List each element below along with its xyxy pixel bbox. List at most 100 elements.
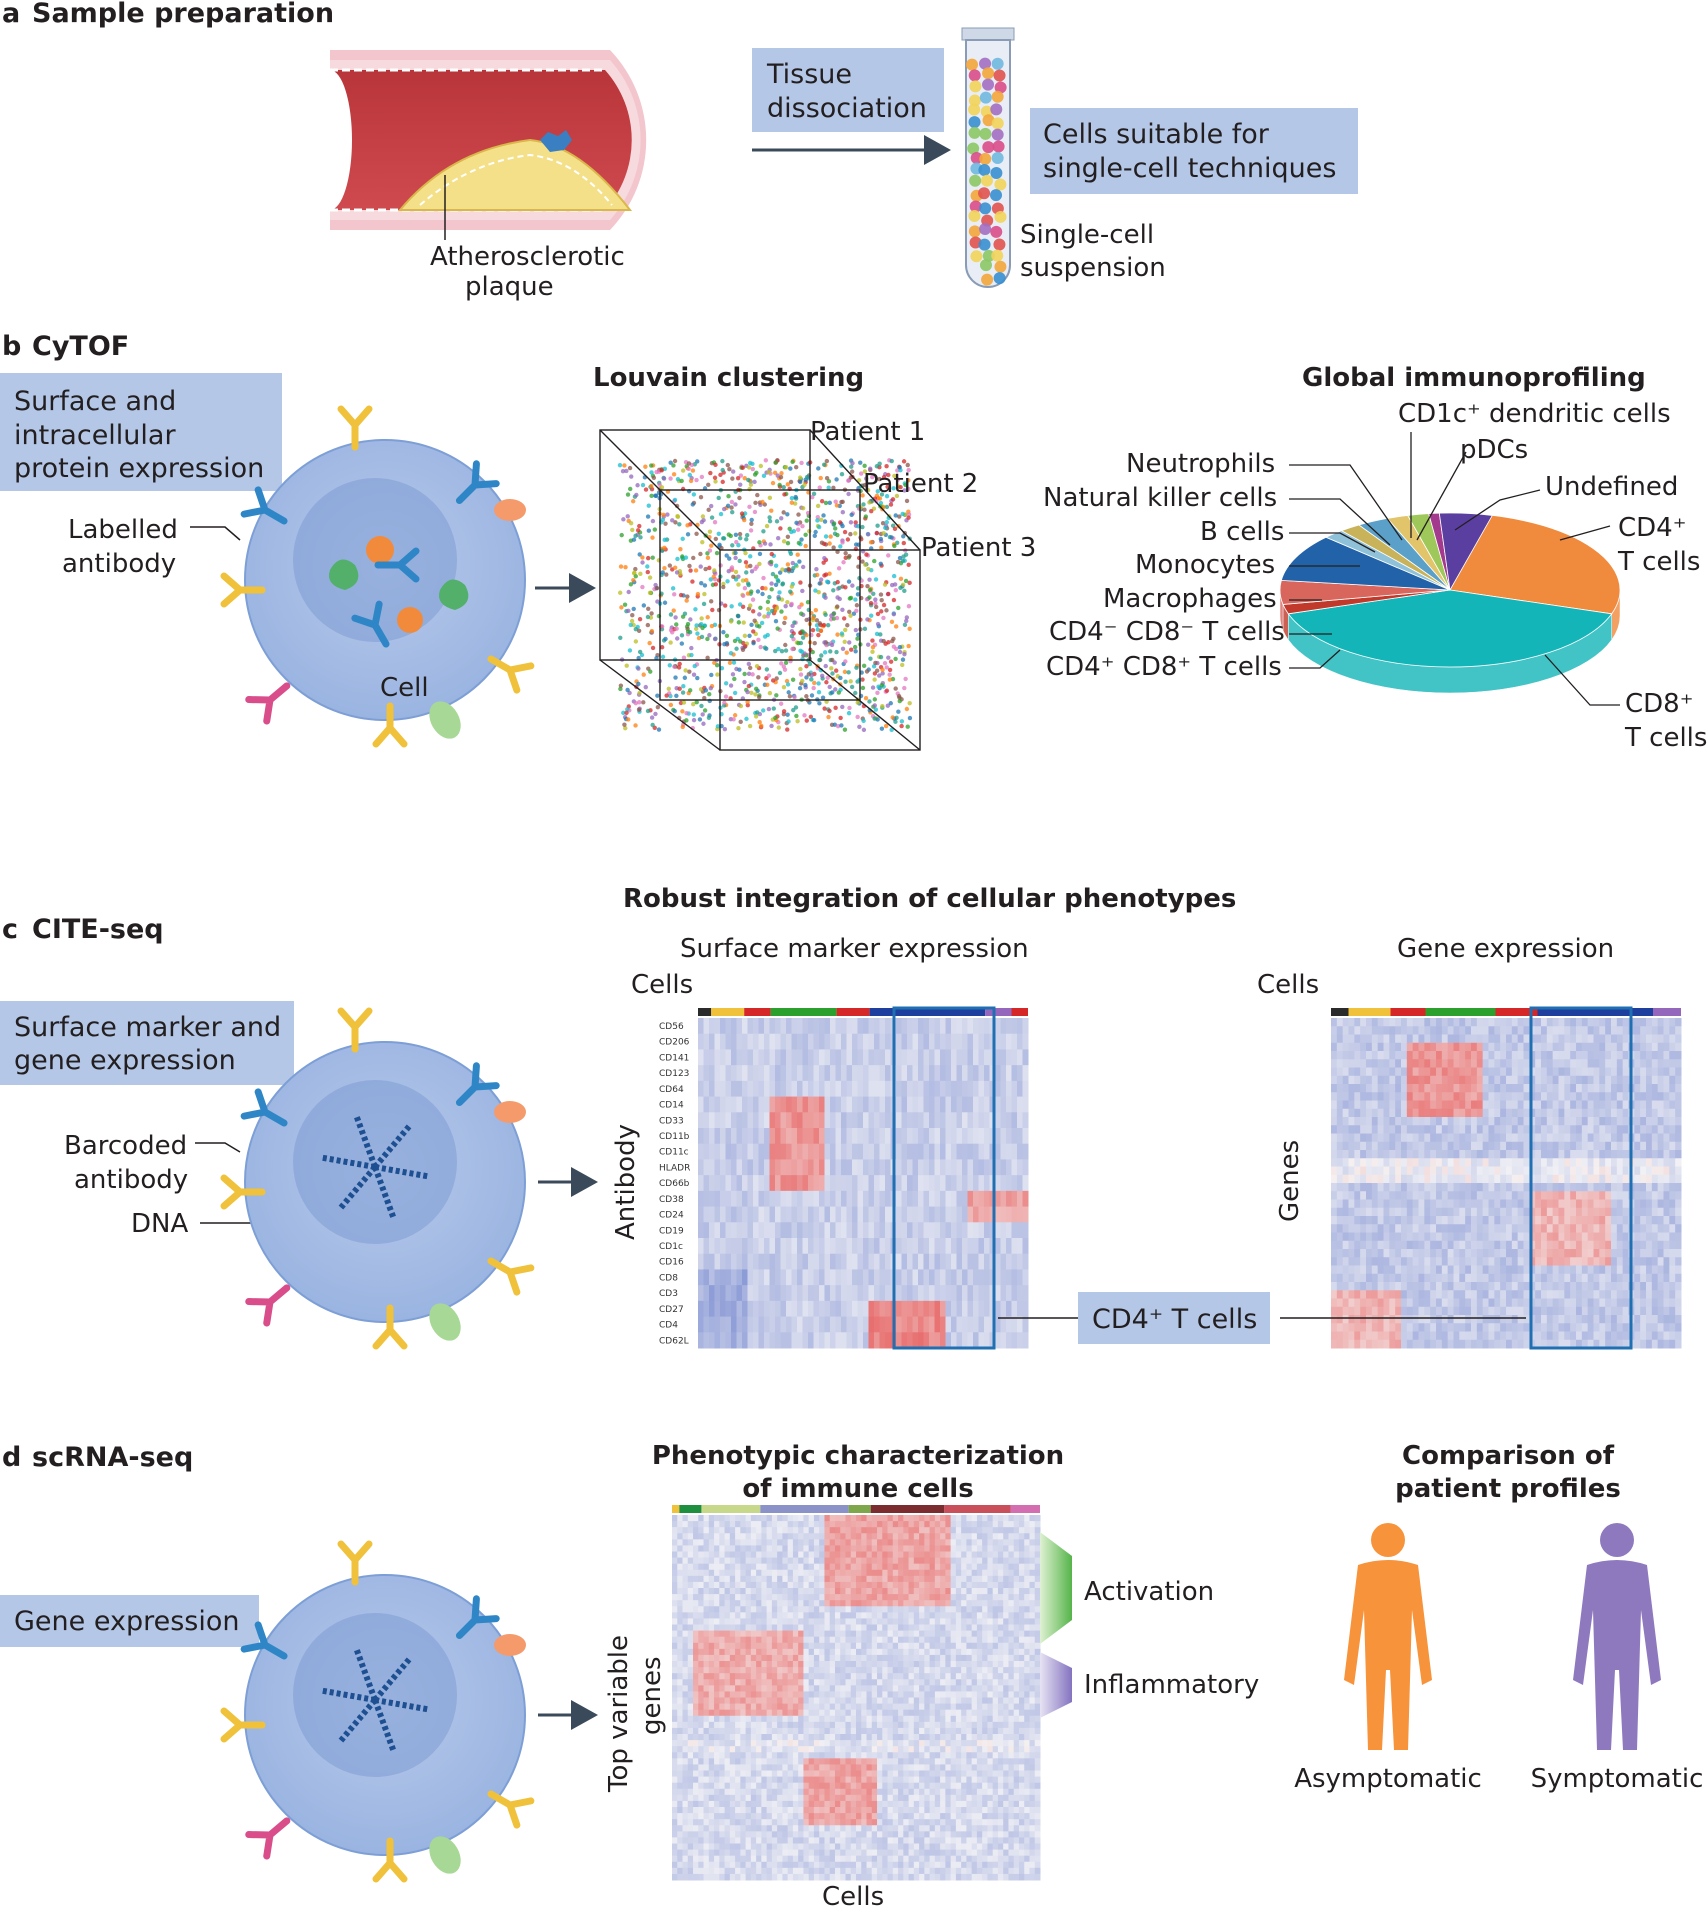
cytof-cell-illustration — [220, 405, 535, 748]
protein-box-text-3: protein expression — [14, 453, 264, 484]
marker-label: HLADR — [659, 1163, 690, 1173]
cd4-t-cells-text: CD4⁺ T cells — [1092, 1304, 1257, 1335]
plaque-label-1: Atherosclerotic — [430, 242, 625, 272]
panel-d-letter: d — [2, 1442, 21, 1473]
marker-label: CD27 — [659, 1305, 684, 1315]
panel-c-letter: c — [2, 914, 18, 945]
barcoded-antibody-text-2: antibody — [74, 1165, 188, 1195]
marker-label: CD4 — [659, 1321, 678, 1331]
surface-gene-text-1: Surface marker and — [14, 1012, 281, 1043]
cite-seq-cell-illustration — [220, 1007, 535, 1350]
cells-suitable-text-2: single-cell techniques — [1043, 153, 1336, 184]
suspension-label-2: suspension — [1020, 253, 1166, 283]
integration-title: Robust integration of cellular phenotype… — [623, 884, 1236, 914]
marker-label: CD1c — [659, 1242, 683, 1252]
marker-label: CD141 — [659, 1053, 689, 1063]
panel-a: a Sample preparation Atherosclerotic pla… — [2, 0, 1358, 302]
pie-label-undefined: Undefined — [1545, 472, 1678, 502]
pie-label-nk: Natural killer cells — [1043, 483, 1277, 513]
pie-label-dn: CD4⁻ CD8⁻ T cells — [1049, 617, 1285, 647]
surface-gene-box — [0, 1001, 294, 1085]
cell-label: Cell — [380, 673, 429, 703]
activation-label: Activation — [1084, 1577, 1214, 1607]
phenotypic-title-1: Phenotypic characterization — [652, 1441, 1064, 1471]
marker-labels: CD56CD206CD141CD123CD64CD14CD33CD11bCD11… — [659, 1022, 690, 1346]
marker-label: CD8 — [659, 1273, 678, 1283]
panel-d-title: scRNA-seq — [32, 1442, 193, 1473]
louvain-title: Louvain clustering — [593, 363, 864, 393]
plaque-shape — [397, 138, 633, 211]
gene-expression-heatmap — [1331, 1008, 1682, 1349]
pie-label-cd4-1: CD4⁺ — [1618, 513, 1686, 543]
comparison-title-1: Comparison of — [1402, 1441, 1615, 1471]
cells-axis-label: Cells — [822, 1882, 884, 1909]
protein-expression-box — [0, 373, 282, 491]
plaque-label-2: plaque — [465, 272, 554, 302]
panel-a-letter: a — [2, 0, 20, 29]
asymptomatic-label: Asymptomatic — [1294, 1764, 1482, 1794]
marker-label: CD3 — [659, 1289, 678, 1299]
cd4-t-cells-box — [1078, 1292, 1270, 1344]
barcoded-antibody-text-1: Barcoded — [64, 1131, 187, 1161]
cells-suitable-text-1: Cells suitable for — [1043, 119, 1270, 150]
marker-label: CD206 — [659, 1038, 690, 1048]
cells-suitable-box — [1030, 108, 1358, 194]
gene-expression-title: Gene expression — [1397, 934, 1614, 964]
comparison-title-2: patient profiles — [1395, 1474, 1621, 1504]
panel-c-title: CITE-seq — [32, 914, 164, 945]
pie-label-cd8-1: CD8⁺ — [1625, 689, 1693, 719]
surface-marker-title: Surface marker expression — [680, 934, 1029, 964]
blood-vessel-illustration — [308, 50, 647, 240]
activation-bracket — [1040, 1532, 1072, 1644]
protein-box-text-2: intracellular — [14, 420, 176, 451]
marker-label: CD123 — [659, 1069, 689, 1079]
test-tube-icon — [961, 27, 1015, 288]
scrna-cell-illustration — [220, 1540, 535, 1883]
gene-expression-box — [0, 1595, 259, 1647]
marker-label: CD33 — [659, 1116, 684, 1126]
patient-2-label: Patient 2 — [863, 469, 978, 499]
genes-axis-label: Genes — [1275, 1140, 1305, 1222]
genes-axis-label-2: genes — [637, 1656, 667, 1735]
dissociation-text-1: Tissue — [766, 59, 852, 90]
patient-figures — [1344, 1523, 1661, 1750]
louvain-cube-plot — [599, 429, 921, 751]
patient-3-label: Patient 3 — [921, 533, 1036, 563]
pie-label-cd8-2: T cells — [1624, 723, 1707, 753]
cells-label-surface: Cells — [631, 970, 693, 1000]
marker-label: CD38 — [659, 1195, 684, 1205]
surface-marker-heatmap — [698, 1008, 1029, 1349]
panel-d: d scRNA-seq Gene expression Phenotypic c… — [0, 1441, 1703, 1909]
panel-c: c CITE-seq Surface marker and gene expre… — [0, 884, 1682, 1350]
marker-label: CD24 — [659, 1211, 684, 1221]
immunoprofiling-title: Global immunoprofiling — [1302, 363, 1646, 393]
pie-label-cd1c: CD1c⁺ dendritic cells — [1398, 399, 1671, 429]
pie-label-mono: Monocytes — [1135, 550, 1275, 580]
panel-b-title: CyTOF — [32, 331, 129, 362]
dna-label: DNA — [131, 1209, 188, 1239]
inflammatory-label: Inflammatory — [1084, 1670, 1259, 1700]
pie-label-pdcs: pDCs — [1460, 435, 1528, 465]
cd4-highlight-gene — [1529, 1006, 1633, 1350]
marker-label: CD64 — [659, 1085, 684, 1095]
marker-label: CD56 — [659, 1022, 684, 1032]
gene-expression-box-text: Gene expression — [14, 1606, 239, 1637]
marker-label: CD19 — [659, 1226, 684, 1236]
cd4-highlight-surface — [892, 1006, 996, 1350]
marker-label: CD11c — [659, 1148, 689, 1158]
dissociation-text-2: dissociation — [767, 93, 927, 124]
symptomatic-label: Symptomatic — [1531, 1764, 1704, 1794]
marker-label: CD62L — [659, 1336, 689, 1346]
marker-label: CD14 — [659, 1101, 684, 1111]
pie-label-b: B cells — [1200, 517, 1284, 547]
cells-label-gene: Cells — [1257, 970, 1319, 1000]
surface-gene-text-2: gene expression — [14, 1045, 236, 1076]
pie-label-dp: CD4⁺ CD8⁺ T cells — [1046, 652, 1282, 682]
labelled-antibody-text-1: Labelled — [68, 515, 178, 545]
protein-box-text-1: Surface and — [14, 386, 176, 417]
marker-label: CD11b — [659, 1132, 690, 1142]
scrna-heatmap — [672, 1505, 1041, 1881]
genes-axis-label-1: Top variable — [604, 1635, 634, 1793]
